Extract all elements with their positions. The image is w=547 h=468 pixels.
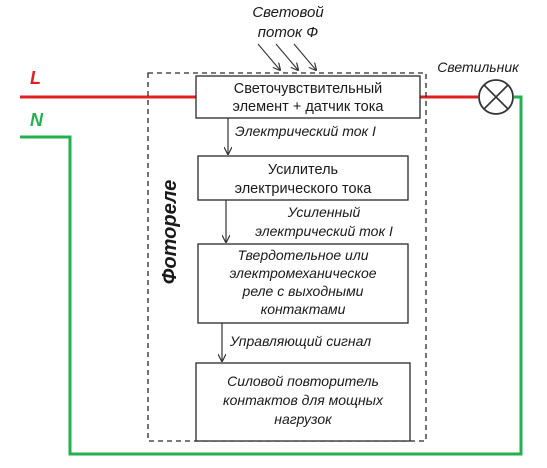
phase-label: L [30,68,41,88]
block-power-repeater-line1: Силовой повторитель [227,373,379,389]
neutral-label: N [30,110,44,130]
block-relay [197,243,409,324]
block-photosensor-line1: Светочувствительный [234,81,382,97]
block-photosensor [195,75,421,119]
block-amplifier [197,155,409,201]
block-photosensor-line2: элемент + датчик тока [233,99,385,115]
light-arrows [257,43,316,70]
signal-amplified-label-line1: Усиленный [287,204,361,220]
lamp-icon [478,79,514,115]
lamp-label: Светильник [437,59,520,75]
photorelay-label: Фотореле [159,180,181,284]
block-relay-line4: контактами [261,301,346,317]
signal-current-label: Электрический ток I [235,123,376,139]
block-power-repeater [195,362,411,442]
block-power-repeater-line3: нагрузок [274,411,333,427]
block-amplifier-line2: электрического тока [235,181,373,197]
block-amplifier-line1: Усилитель [268,162,338,178]
block-relay-line2: электромеханическое [229,265,376,281]
block-power-repeater-line2: контактов для мощных [223,392,384,408]
signal-amplified-label-line2: электрический ток I [255,223,393,239]
block-relay-line3: реле с выходными [242,283,364,299]
light-flux-label-line2: поток Ф [258,24,319,41]
block-relay-line1: Твердотельное или [237,247,368,263]
light-flux-label-line1: Световой [252,4,324,21]
signal-control-label: Управляющий сигнал [229,333,371,349]
neutral-wire [20,95,523,456]
